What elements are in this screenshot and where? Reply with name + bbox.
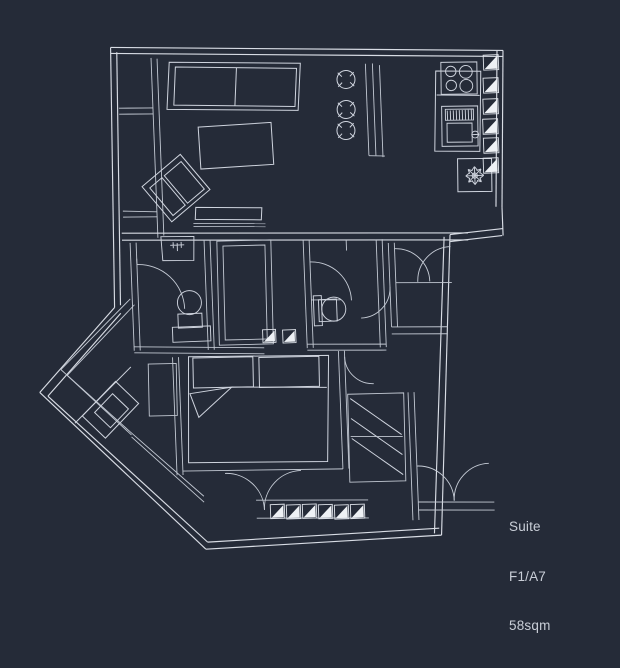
window-panel-interior (283, 330, 296, 343)
suite-label: Suite (509, 519, 541, 534)
window-panel (302, 504, 317, 519)
bathroom-left (130, 233, 265, 359)
cooktop-four-burner (440, 61, 478, 95)
suite-code: F1/A7 (509, 568, 547, 584)
lower-right-room (408, 389, 495, 520)
toilet (171, 290, 211, 342)
window-panel (483, 99, 499, 115)
middle-shaft (215, 238, 296, 346)
outer-walls (27, 32, 522, 555)
stair-room (346, 392, 407, 483)
coffee-table (198, 122, 274, 169)
door-swing-arc (310, 260, 352, 302)
tv-console (193, 205, 266, 230)
window-panels-bottom-wall (256, 496, 369, 522)
balcony-terrace (58, 296, 204, 507)
door-swing-arc (453, 463, 490, 500)
window-panels-right-wall (479, 55, 503, 174)
toilet (313, 295, 346, 326)
bar-stool (337, 121, 356, 140)
door-swing-arc (417, 465, 454, 502)
plan-rotation-group (27, 32, 522, 555)
door-swing-arc (345, 356, 374, 385)
door-swing-arc (137, 263, 185, 311)
window-panel (483, 55, 499, 71)
window-panel (286, 505, 301, 520)
window-panel (483, 138, 499, 154)
sink-with-drainboard (441, 105, 480, 147)
door-swing-arc (360, 287, 391, 318)
terrace-table-chair (73, 367, 140, 440)
suite-title-block: Suite F1/A7 58sqm (509, 486, 551, 668)
bar-stool (337, 100, 356, 119)
double-bed-with-pillows (185, 351, 333, 466)
floor-plan-canvas: Suite F1/A7 58sqm (0, 0, 620, 633)
window-panel (334, 505, 349, 520)
door-swing-arc (417, 247, 452, 282)
floor-plan-drawing (0, 0, 620, 578)
corridor-and-right-rooms (358, 241, 454, 337)
bedroom (147, 350, 377, 477)
window-panel (270, 504, 285, 519)
potted-plant (457, 157, 493, 192)
window-panel (318, 504, 333, 519)
suite-area: 58sqm (509, 618, 551, 633)
washbasin (161, 235, 195, 261)
bar-stool (337, 70, 356, 89)
window-panel (483, 158, 499, 174)
door-swing-arc (395, 247, 430, 282)
living-room-furniture (137, 57, 306, 231)
window-panel (350, 504, 365, 519)
window-panel-interior (263, 329, 276, 342)
bedroom-double-doors (225, 470, 302, 511)
window-panel (483, 119, 499, 135)
bathroom-right (303, 237, 386, 353)
wardrobe (147, 363, 178, 417)
bar-stool-group (335, 70, 358, 140)
kitchen-fittings (334, 59, 492, 197)
sofa-two-seat (165, 57, 302, 115)
window-panel (483, 78, 499, 94)
living-room-walls (115, 46, 468, 253)
armchair-rotated (142, 154, 210, 221)
